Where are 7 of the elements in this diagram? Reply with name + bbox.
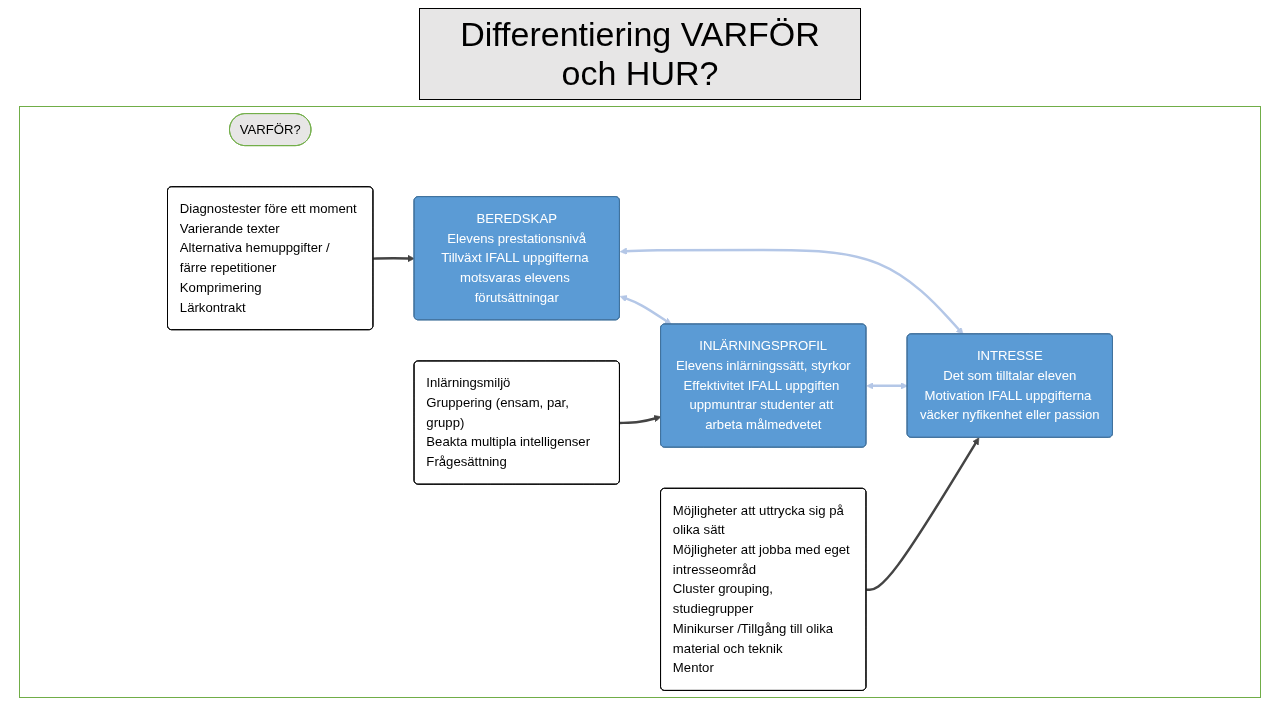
arrow [866,437,980,592]
arrow [619,295,672,325]
arrow [619,247,964,335]
arrow [373,255,415,263]
arrow [866,382,908,390]
title: Differentiering VARFÖR och HUR? [419,8,861,101]
arrow [619,415,662,425]
